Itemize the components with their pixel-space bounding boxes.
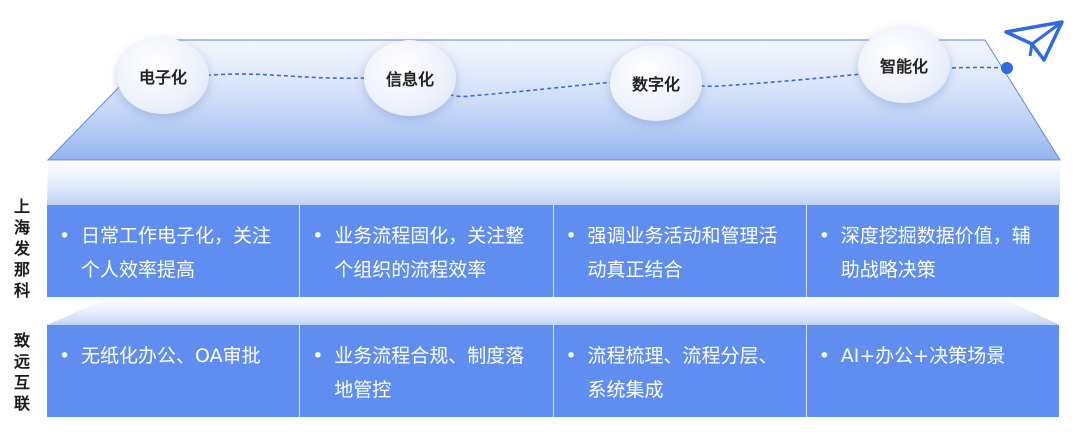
paper-plane-icon	[1004, 20, 1064, 62]
connector-end-dot	[1001, 62, 1013, 74]
bullet-icon: •	[59, 345, 71, 367]
cell-text: 流程梳理、流程分层、系统集成	[587, 345, 778, 401]
row-cell: • 强调业务活动和管理活动真正结合	[554, 205, 807, 297]
cell-text: 业务流程合规、制度落地管控	[334, 345, 525, 401]
row-cell: • 业务流程固化，关注整个组织的流程效率	[300, 205, 554, 297]
company-label-fanuc: 上海发那科	[13, 197, 30, 300]
row-cell: • 无纸化办公、OA审批	[47, 325, 301, 417]
stage-label: 智能化	[879, 57, 928, 76]
band-lower	[47, 297, 1060, 325]
cell-text: 无纸化办公、OA审批	[81, 345, 261, 367]
bullet-icon: •	[818, 345, 830, 367]
cell-text: 强调业务活动和管理活动真正结合	[587, 225, 778, 281]
stage-label: 信息化	[385, 70, 434, 89]
bullet-icon: •	[312, 345, 324, 367]
bullet-icon: •	[565, 225, 577, 247]
cell-text: 业务流程固化，关注整个组织的流程效率	[334, 225, 525, 281]
bullet-icon: •	[312, 225, 324, 247]
stage-intelligence: 智能化	[858, 27, 950, 103]
row-cell: • 业务流程合规、制度落地管控	[300, 325, 554, 417]
cell-text: 深度挖掘数据价值，辅助战略决策	[840, 225, 1031, 281]
bullet-icon: •	[565, 345, 577, 367]
stage-informatization: 信息化	[364, 40, 456, 116]
stage-digitalization: 数字化	[610, 45, 702, 121]
stage-label: 数字化	[631, 75, 680, 94]
bullet-icon: •	[818, 225, 830, 247]
row-cell: • AI+办公+决策场景	[807, 325, 1059, 417]
cell-text: AI+办公+决策场景	[840, 345, 1006, 367]
row-fanuc: • 日常工作电子化，关注个人效率提高 • 业务流程固化，关注整个组织的流程效率 …	[47, 205, 1059, 297]
stage-electronic: 电子化	[117, 38, 209, 114]
bullet-icon: •	[59, 225, 71, 247]
row-cell: • 流程梳理、流程分层、系统集成	[554, 325, 807, 417]
band-upper	[47, 160, 1060, 205]
stage-label: 电子化	[138, 68, 187, 87]
row-seeyon: • 无纸化办公、OA审批 • 业务流程合规、制度落地管控 • 流程梳理、流程分层…	[47, 325, 1059, 417]
row-cell: • 日常工作电子化，关注个人效率提高	[47, 205, 301, 297]
cell-text: 日常工作电子化，关注个人效率提高	[81, 225, 272, 281]
row-cell: • 深度挖掘数据价值，辅助战略决策	[807, 205, 1059, 297]
company-label-seeyon: 致远互联	[13, 331, 30, 413]
